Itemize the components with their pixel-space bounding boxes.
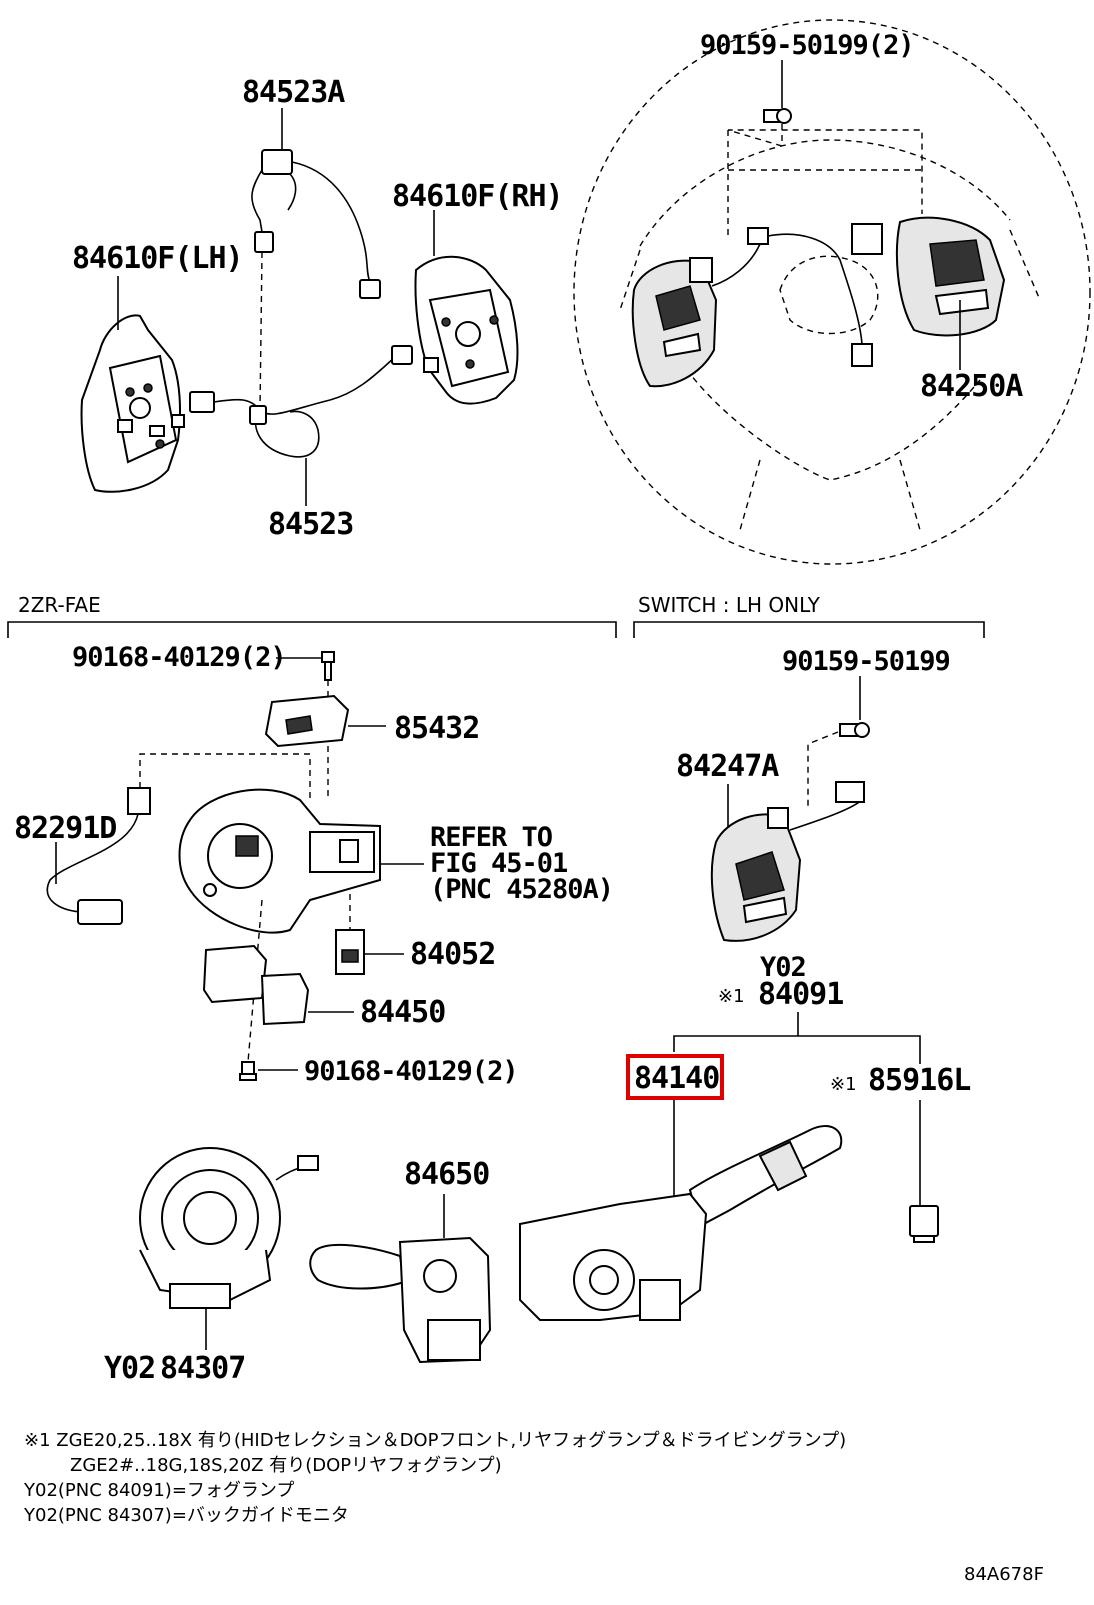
label-90168-40129-2-upper: 90168-40129(2) xyxy=(72,642,286,673)
section-right-bracket xyxy=(633,621,985,638)
label-84450: 84450 xyxy=(360,995,445,1030)
label-y02-a: Y02 xyxy=(760,952,806,983)
note-mark-a: ※1 xyxy=(718,986,745,1007)
label-y02-b: Y02 xyxy=(104,1351,155,1386)
label-refer-line2: FIG 45-01 xyxy=(430,848,567,879)
bolt-90168-40129-lower xyxy=(239,1061,257,1081)
label-85432: 85432 xyxy=(394,711,479,746)
headlight-switch-84140 xyxy=(519,1125,843,1321)
spiral-cable-84307 xyxy=(139,1147,319,1309)
part-84450 xyxy=(202,944,310,1026)
leader-84091-bracket xyxy=(673,1012,921,1064)
label-84140: 84140 xyxy=(634,1061,719,1096)
section-left-bracket xyxy=(7,621,617,638)
label-85916l: 85916L xyxy=(868,1063,970,1098)
label-84523a: 84523A xyxy=(242,75,345,110)
dashed-links-wheel xyxy=(727,124,923,240)
steering-wheel xyxy=(573,19,1091,565)
note-line2: ZGE2#..18G,18S,20Z 有り(DOPリヤフォグランプ) xyxy=(70,1455,502,1476)
part-85432 xyxy=(264,694,350,748)
label-84610f-lh: 84610F(LH) xyxy=(72,241,243,276)
dashed-link-82291d xyxy=(139,753,311,800)
label-84052: 84052 xyxy=(410,937,495,972)
label-82291d: 82291D xyxy=(14,811,116,846)
dashed-link-right-bolt xyxy=(807,731,839,810)
figure-code: 84A678F xyxy=(964,1564,1044,1585)
bolt-90159-50199-right xyxy=(839,722,870,738)
wiper-switch-84650 xyxy=(309,1236,492,1364)
part-84052 xyxy=(335,929,365,975)
label-84091: 84091 xyxy=(758,977,843,1012)
label-refer-line1: REFER TO xyxy=(430,822,553,853)
label-90159-50199-2-top: 90159-50199(2) xyxy=(700,30,914,61)
wire-harness-84523a xyxy=(251,149,381,299)
wire-harness-84523 xyxy=(189,345,413,458)
highlight-box-84140 xyxy=(626,1054,724,1100)
note-line4: Y02(PNC 84307)=バックガイドモニタ xyxy=(23,1505,349,1526)
section-left-title: 2ZR-FAE xyxy=(18,593,101,617)
switch-84247a xyxy=(710,781,865,942)
note-mark-b: ※1 xyxy=(830,1074,857,1095)
switch-84610f-rh xyxy=(414,255,519,405)
note-line3: Y02(PNC 84091)=フォグランプ xyxy=(23,1480,294,1501)
wheel-switch-right-84250a xyxy=(851,216,1006,337)
dashed-link-left-wire xyxy=(259,251,263,411)
label-84247a: 84247A xyxy=(676,749,779,784)
wheel-switch-left xyxy=(631,257,718,388)
note-line1: ※1 ZGE20,25..18X 有り(HIDセレクション＆DOPフロント,リヤ… xyxy=(24,1430,846,1451)
label-84650: 84650 xyxy=(404,1157,489,1192)
label-84610f-rh: 84610F(RH) xyxy=(392,179,563,214)
steering-column-lock-assembly xyxy=(178,788,381,934)
wheel-switch-harness xyxy=(711,227,873,367)
switch-84610f-lh xyxy=(80,314,185,493)
label-refer-line3: (PNC 45280A) xyxy=(430,874,613,905)
label-90159-50199-right: 90159-50199 xyxy=(782,646,950,677)
label-84250a: 84250A xyxy=(920,369,1023,404)
label-84523: 84523 xyxy=(268,507,353,542)
label-90168-40129-2-lower: 90168-40129(2) xyxy=(304,1056,518,1087)
label-84307: 84307 xyxy=(160,1351,245,1386)
sensor-82291d xyxy=(46,787,151,925)
relay-85916l xyxy=(909,1205,939,1243)
section-right-title: SWITCH : LH ONLY xyxy=(638,593,821,617)
bolt-90159-50199-top xyxy=(763,108,792,124)
bolt-90168-40129-upper xyxy=(321,651,335,681)
